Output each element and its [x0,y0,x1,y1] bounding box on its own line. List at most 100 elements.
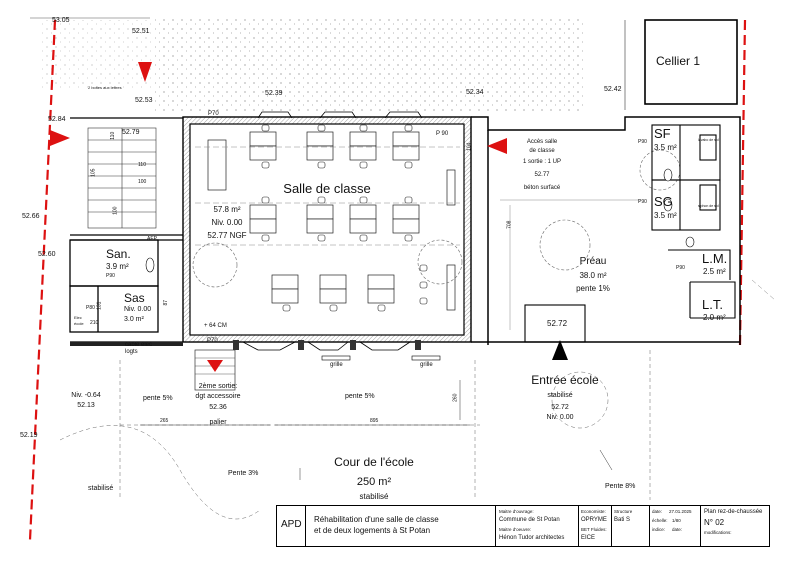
door-p90-classroom: P 90 [436,131,449,137]
level-53-05: 53.05 [52,17,70,24]
level-52-42: 52.42 [604,86,622,93]
dim-265: 265 [160,418,169,424]
exit2-line2: dgt accessoire [195,393,241,400]
entrance-arrow [552,340,568,360]
dim-105: 105 [90,168,97,177]
acces-line4: 52.77 [534,172,550,178]
room-san-name: San. [106,247,131,261]
moe-value: Hénon Tudor architectes [499,535,565,541]
acces-line2: de classe [529,148,555,154]
level-52-34: 52.34 [466,89,484,96]
dim-131: 131 [96,301,103,310]
door-p90-san: P90 [106,273,115,279]
note-pente8: Pente 8% [605,483,636,490]
date-value: 27.01.2025 [669,509,692,514]
modif-label: modifications: [704,530,732,535]
dim-100-a: 100 [138,179,147,185]
level-52-19: 52.19 [20,432,38,439]
room-cellier: Cellier 1 [656,54,701,68]
gravel-zone [155,18,585,113]
sf-fixture-note: lavabo de sol [698,138,719,142]
note-cable-elec: cable elec [125,342,153,348]
struct-label: Structure [614,509,633,514]
note-pente5-left: pente 5% [143,395,173,402]
room-cour-sub: stabilisé [359,492,389,501]
room-sg-name: SG [654,194,673,209]
room-lm-name: L.M. [702,251,728,266]
note-grille-1: grille [330,362,343,368]
note-logts: logts [125,349,138,355]
note-grille-2: grille [420,362,433,368]
room-preau-name: Préau [579,256,607,267]
room-lm-area: 2.5 m² [703,267,726,276]
sg-fixture-note: siphon de sol [698,204,719,208]
room-sas-niv: Niv. 0.00 [124,306,152,313]
dim-104: 104 [466,142,473,151]
level-52-53: 52.53 [135,97,153,104]
acces-line5: béton surfacé [523,185,561,191]
room-salle-name: Salle de classe [283,181,371,196]
acces-line3: 1 sortie : 1 UP [522,159,562,165]
room-sas-area: 3.0 m² [124,316,144,323]
level-52-60: 52.60 [38,251,56,258]
exit-arrows [50,62,507,372]
room-sf-name: SF [654,126,671,141]
level-52-79: 52.79 [122,129,140,136]
room-salle-ngf: 52.77 NGF [207,231,247,240]
room-entree-name: Entrée école [531,373,599,387]
door-p90-sf: P90 [638,139,647,145]
dim-100-b: 100 [112,206,119,215]
plan-title: Plan rez-de-chaussée [704,509,763,515]
room-preau-area: 38.0 m² [579,271,607,280]
dim-708: 708 [506,220,513,229]
scale-label: échelle: [652,518,668,523]
note-plus64: + 64 CM [204,323,227,329]
door-p70-top: P70 [208,111,219,117]
door-p90-lm: P90 [676,265,685,271]
room-salle-niv: Niv. 0.00 [211,218,243,227]
acces-line1: Accès salle [526,139,558,145]
room-preau-pente: pente 1% [576,284,610,293]
room-cour-area: 250 m² [356,476,392,488]
room-sf-area: 3.5 m² [654,143,677,152]
moe-label: Maitre d'oeuvre: [499,527,532,532]
scale-value: 1/80 [672,518,681,523]
exit2-line1: 2ème sortie: [198,383,238,390]
project-title-line2: et de deux logements à St Potan [314,526,431,535]
room-san-area: 3.9 m² [106,262,129,271]
room-elec: Elec [74,315,82,320]
door-p80: P80 [86,305,95,311]
dim-895: 895 [370,418,379,424]
date2-label: date: [672,527,683,532]
exit2-line3: 52.36 [209,404,227,411]
eco-value: OPRYME [581,517,607,523]
level-52-72: 52.72 [547,319,568,328]
room-ecole-small: école [74,321,84,326]
eco-label: Economiste: [581,509,606,514]
note-stabilise-left: stabilisé [88,485,114,492]
note-niv-left-1: Niv. -0.64 [71,392,101,399]
level-52-51: 52.51 [132,28,150,35]
dim-110-a: 110 [138,162,146,168]
struct-value: Bati S [614,517,631,523]
fluides-label: BET Fluides: [581,527,607,532]
classroom-furniture [207,131,456,311]
room-entree-niv: Niv. 0.00 [546,414,574,421]
room-lt-name: L.T. [702,297,723,312]
dim-260: 260 [452,393,459,402]
room-cour-name: Cour de l'école [334,455,414,469]
label-aep: AEP [147,236,158,242]
staircase [87,127,157,229]
room-sg-area: 3.5 m² [654,211,677,220]
room-sas-name: Sas [124,291,145,305]
mailbox-note: 2 boites aux lettres [88,85,122,90]
dim-110-b: 110 [110,131,117,140]
project-title-line1: Réhabilitation d'une salle de classe [314,515,439,524]
note-pente5-center: pente 5% [345,393,375,400]
moa-value: Commune de St Potan [499,517,560,523]
note-niv-left-2: 52.13 [77,402,95,409]
room-salle-area: 57.8 m² [213,205,241,214]
title-block: APD Réhabilitation d'une salle de classe… [276,505,770,547]
dim-87: 87 [163,299,170,306]
